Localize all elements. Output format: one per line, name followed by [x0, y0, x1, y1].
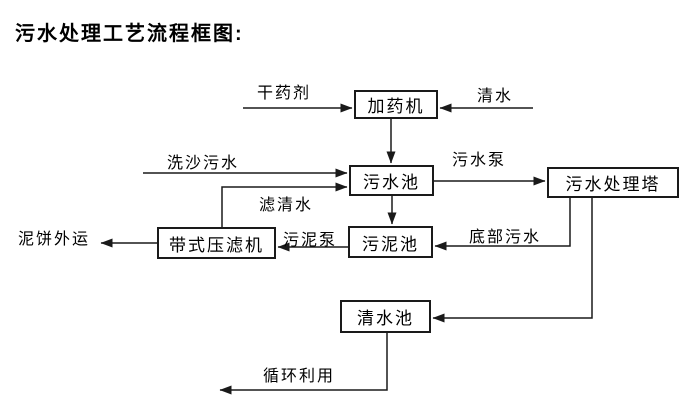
arrow-bottom-sewage-to-sludge-pool [434, 198, 571, 251]
flow-label-sand-washing-sewage: 洗沙污水 [167, 155, 240, 172]
node-clean-water-pool: 清水池 [340, 300, 431, 333]
node-sludge-pool: 污泥池 [348, 226, 433, 258]
page-title: 污水处理工艺流程框图: [15, 23, 244, 45]
arrow-tower-to-clean-water-pool [432, 198, 593, 323]
flow-label-sludge-pump: 污泥泵 [283, 232, 338, 249]
arrow-recycle-out [219, 333, 388, 395]
node-dosing-machine: 加药机 [354, 90, 438, 119]
node-belt-filter-press: 带式压滤机 [157, 227, 276, 259]
flow-label-dry-agent: 干药剂 [257, 85, 312, 102]
node-treatment-tower: 污水处理塔 [547, 167, 679, 198]
flow-label-filtered-water: 滤清水 [259, 197, 314, 214]
arrow-filtered-water-to-sewage-pool [221, 182, 348, 227]
flow-label-mud-cake-out: 泥饼外运 [18, 231, 91, 248]
flow-label-clean-water: 清水 [477, 88, 514, 105]
node-sewage-pool: 污水池 [349, 165, 434, 196]
flow-label-sewage-pump: 污水泵 [452, 152, 507, 169]
flow-label-bottom-sewage: 底部污水 [469, 229, 542, 246]
flow-label-recycle: 循环利用 [263, 368, 336, 385]
